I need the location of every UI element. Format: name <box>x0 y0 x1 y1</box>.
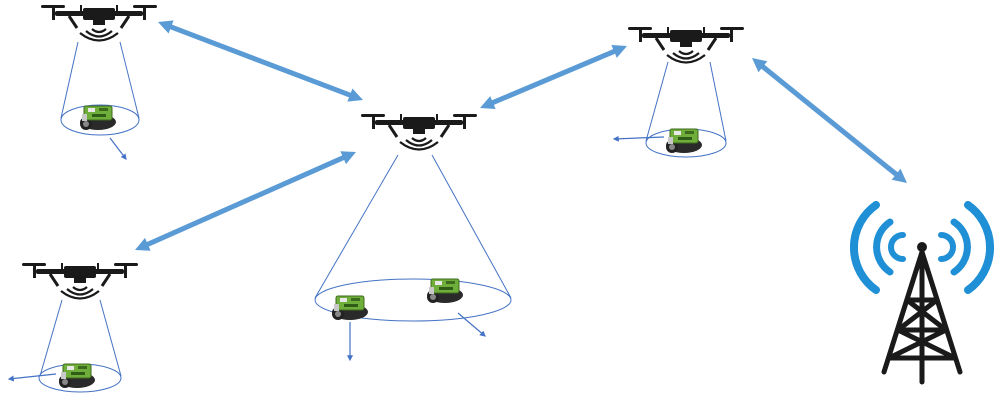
link-arrow-drone-bottom-left-to-drone-center <box>135 151 356 251</box>
robot-icon <box>58 363 96 389</box>
robot-motion-arrows <box>7 135 665 382</box>
drone-bottom-left-icon <box>20 261 140 300</box>
link-arrow-drone-top-left-to-drone-center <box>158 20 363 102</box>
coverage-cone-center <box>314 154 512 322</box>
robot-icon <box>665 128 703 154</box>
motion-arrow <box>457 312 486 337</box>
drone-top-right-icon <box>626 25 746 64</box>
communication-links <box>135 20 907 251</box>
link-arrow-drone-top-right-to-radio-tower <box>752 58 907 183</box>
robot-icon <box>331 295 369 321</box>
wireless-signal-icon <box>850 201 994 294</box>
drone-center-icon <box>359 112 479 151</box>
robot-icon <box>79 105 117 131</box>
motion-arrow <box>109 137 127 160</box>
coverage-cone-top-left <box>60 41 140 136</box>
drone-top-left-icon <box>39 3 159 42</box>
radio-tower-icon <box>850 201 994 385</box>
motion-arrow <box>7 373 57 382</box>
robot-icon <box>426 278 464 304</box>
link-arrow-drone-center-to-drone-top-right <box>480 45 627 109</box>
motion-arrow <box>612 135 665 142</box>
